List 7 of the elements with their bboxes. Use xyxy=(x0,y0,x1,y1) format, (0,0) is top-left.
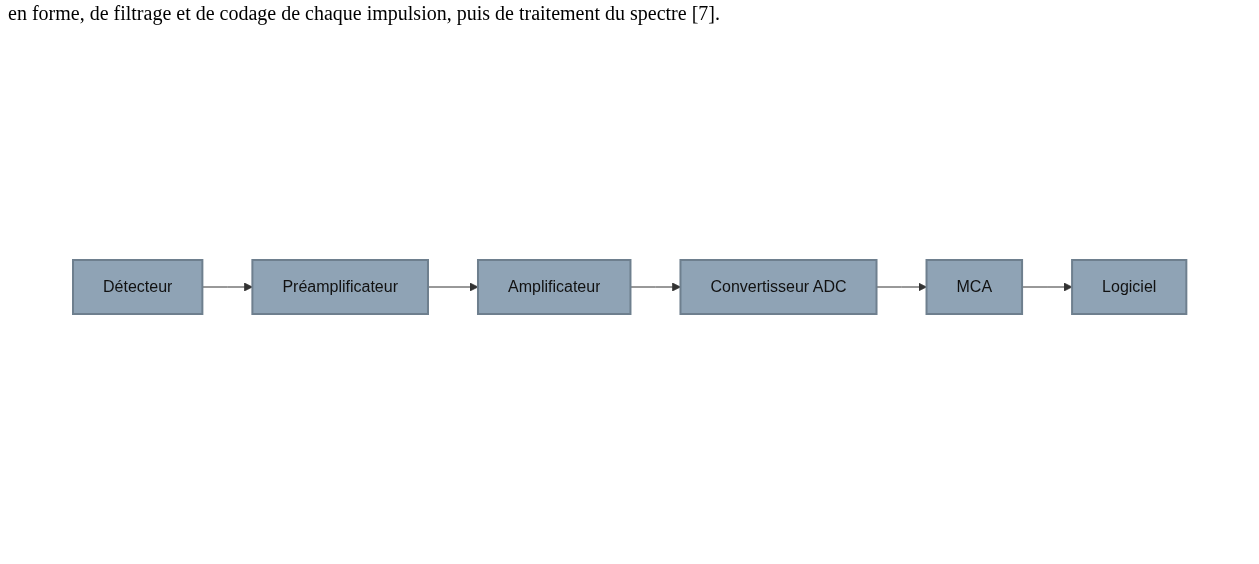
note-text: en forme, de filtrage et de codage de chaque impulsion, puis de traitement du spectre [7]. xyxy=(8,2,721,25)
node-box: MCA xyxy=(925,259,1023,315)
node-box: Logiciel xyxy=(1070,259,1188,315)
node-box: Préamplificateur xyxy=(251,259,429,315)
node-box: Amplificateur xyxy=(476,259,632,315)
node-box: Détecteur xyxy=(71,259,204,315)
node-box: Convertisseur ADC xyxy=(679,259,878,315)
